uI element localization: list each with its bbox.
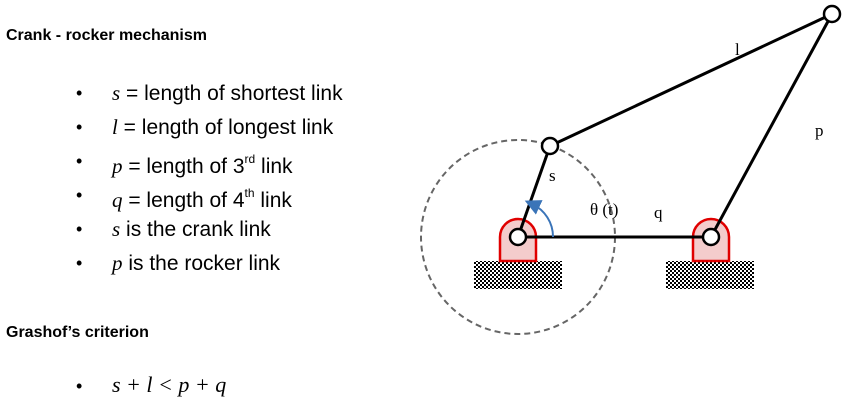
coupler-rocker-joint: [822, 4, 842, 24]
criterion-heading: Grashof’s criterion: [6, 324, 149, 341]
crank-pivot-joint: [508, 227, 528, 247]
crank-link-label: s: [549, 166, 556, 185]
definition-s: •s = length of shortest link: [76, 78, 343, 112]
long-link-label: l: [735, 40, 740, 59]
rocker-link-label: p: [815, 121, 824, 140]
definition-list: •s = length of shortest link •l = length…: [76, 78, 343, 282]
ground-hatch-left: [474, 261, 562, 289]
bullet-icon: •: [76, 376, 83, 396]
rocker-pivot-joint: [701, 227, 721, 247]
angle-label: θ (t): [590, 200, 618, 219]
ground-link-label: q: [654, 203, 663, 222]
crank-coupler-joint: [540, 136, 560, 156]
definition-rocker: •p is the rocker link: [76, 248, 343, 282]
crank-link-s: [516, 145, 552, 238]
bullet-icon: •: [76, 185, 83, 205]
rocker-link-p: [709, 13, 834, 238]
definition-p: •p = length of 3rd link: [76, 146, 343, 180]
ground-hatch-right: [666, 261, 754, 289]
angle-arrow-icon: [524, 200, 555, 238]
bullet-icon: •: [76, 117, 83, 137]
definition-crank: •s is the crank link: [76, 214, 343, 248]
definition-q: •q = length of 4th link: [76, 180, 343, 214]
criterion-formula: •s + l < p + q: [76, 372, 227, 397]
coupler-link-l: [549, 12, 833, 148]
bullet-icon: •: [76, 151, 83, 171]
definition-l: •l = length of longest link: [76, 112, 343, 146]
bullet-icon: •: [76, 219, 83, 239]
mechanism-heading: Crank - rocker mechanism: [6, 27, 207, 44]
bullet-icon: •: [76, 83, 83, 103]
bullet-icon: •: [76, 253, 83, 273]
